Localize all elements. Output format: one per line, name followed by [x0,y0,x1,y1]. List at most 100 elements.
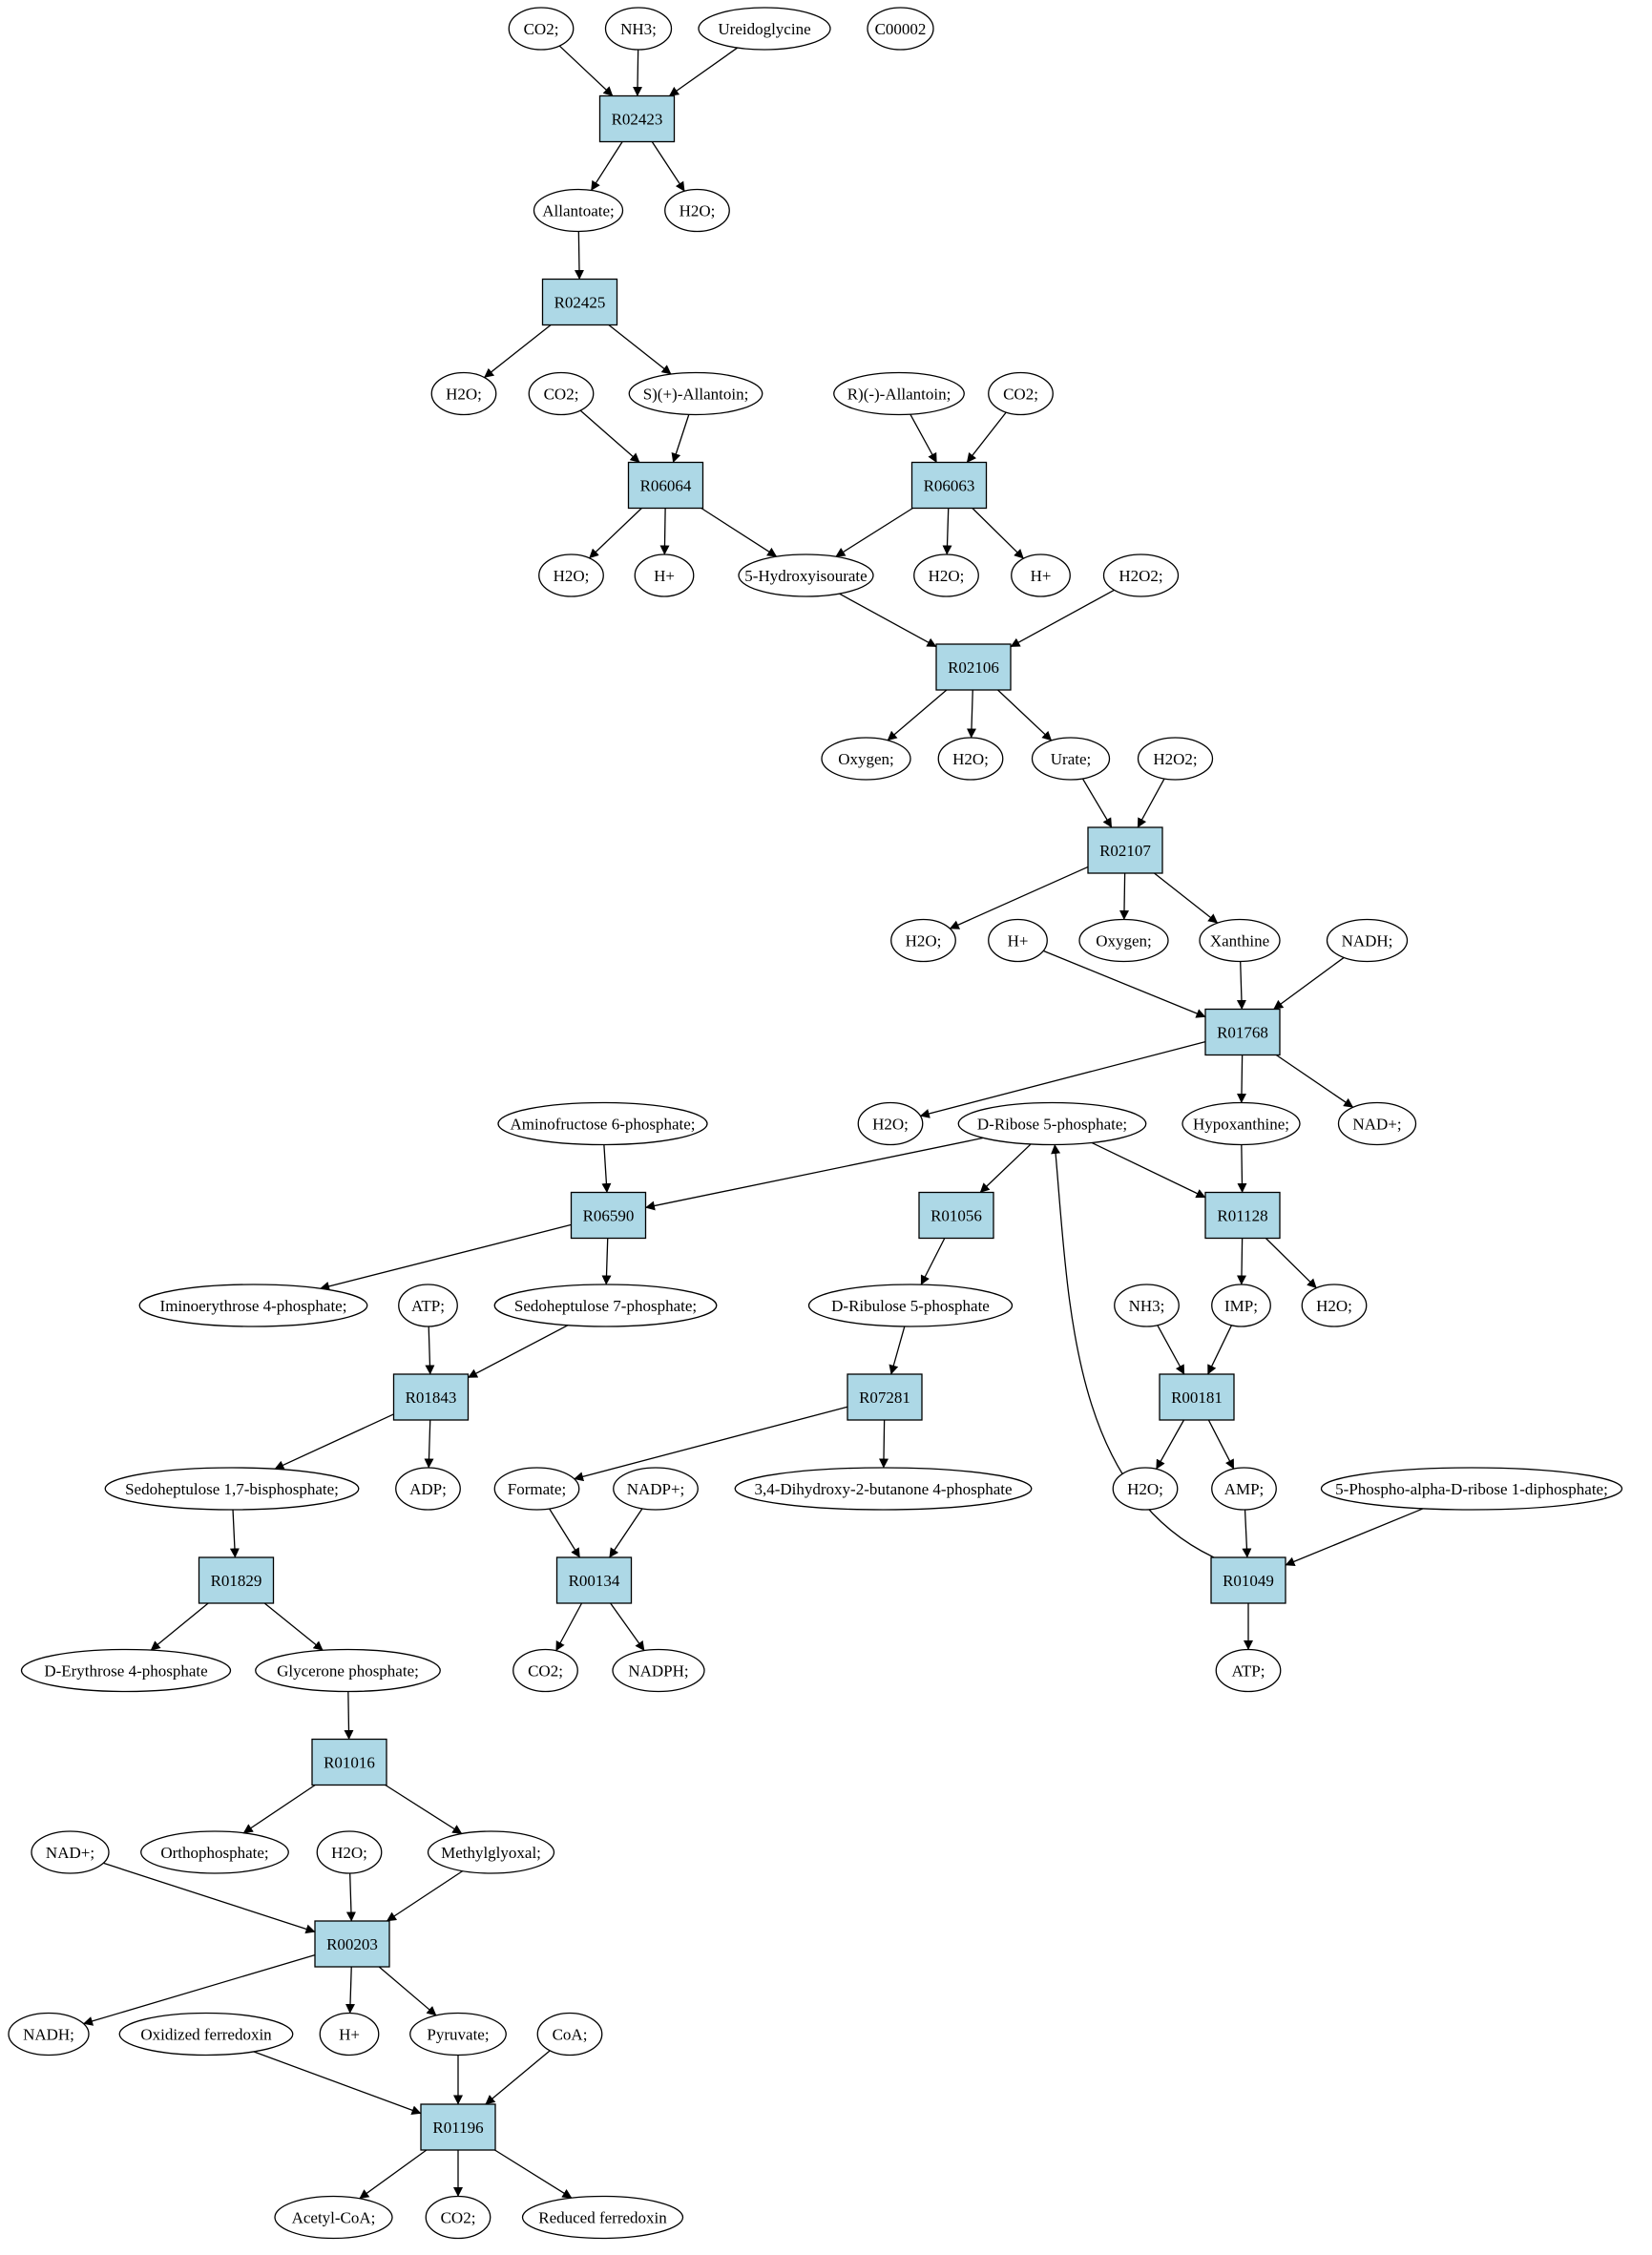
compound-node-sedoheptulose17bp[interactable]: Sedoheptulose 1,7-bisphosphate; [104,1467,360,1511]
compound-node-co2-d[interactable]: CO2; [512,1648,578,1693]
compound-node-h2o-e[interactable]: H2O; [937,737,1004,781]
compound-node-adp[interactable]: ADP; [395,1467,461,1511]
compound-node-urate[interactable]: Urate; [1031,737,1111,781]
reaction-node-r01829[interactable]: R01829 [198,1556,275,1604]
compound-node-ox-ferredoxin[interactable]: Oxidized ferredoxin [118,2012,294,2057]
reaction-node-r06064[interactable]: R06064 [627,461,704,510]
compound-node-s-allantoin[interactable]: S)(+)-Allantoin; [628,371,763,416]
compound-ellipse [1199,918,1281,963]
compound-node-oxygen-b[interactable]: Oxygen; [1078,918,1169,963]
compound-node-h2o2-a[interactable]: H2O2; [1102,553,1180,597]
compound-node-atp-a[interactable]: ATP; [398,1284,458,1327]
compound-ellipse [1326,918,1409,963]
edge-R06063-to-h2o_d [942,508,952,555]
compound-node-c00002[interactable]: C00002 [867,7,934,51]
compound-node-co2-e[interactable]: CO2; [425,2195,491,2240]
reaction-node-r06063[interactable]: R06063 [910,461,988,510]
compound-node-nadplus-b[interactable]: NAD+; [31,1830,110,1874]
reaction-label: R00203 [326,1935,378,1953]
compound-node-hplus-b[interactable]: H+ [1011,553,1071,597]
compound-node-h2o-c[interactable]: H2O; [538,553,604,597]
reaction-label: R01196 [432,2119,483,2137]
compound-node-hypoxanthine[interactable]: Hypoxanthine; [1181,1101,1301,1146]
compound-node-co2-a[interactable]: CO2; [508,7,575,51]
reaction-node-r00134[interactable]: R00134 [555,1556,633,1604]
compound-node-ribose5p[interactable]: D-Ribose 5-phosphate; [957,1101,1147,1146]
compound-node-co2-b[interactable]: CO2; [528,371,595,416]
compound-label: Aminofructose 6-phosphate; [510,1116,695,1134]
compound-label: ATP; [1232,1662,1265,1681]
edge-coa-to-R01196 [485,2050,551,2105]
edge-sedoheptulose17bp-to-R01829 [229,1509,240,1558]
compound-node-nadh-a[interactable]: NADH; [1326,918,1409,963]
compound-node-hplus-c[interactable]: H+ [988,918,1048,963]
compound-node-dihydroxybutanone[interactable]: 3,4-Dihydroxy-2-butanone 4-phosphate [734,1467,1033,1511]
compound-node-atp-b[interactable]: ATP; [1215,1648,1282,1693]
edge-R02423-to-allantoate [590,141,623,191]
reaction-node-r01056[interactable]: R01056 [918,1191,994,1240]
compound-node-coa[interactable]: CoA; [536,2012,603,2057]
compound-node-co2-c[interactable]: CO2; [988,371,1054,416]
compound-node-r-allantoin[interactable]: R)(-)-Allantoin; [833,371,965,416]
reaction-node-r02423[interactable]: R02423 [598,94,676,143]
reaction-node-r02107[interactable]: R02107 [1087,826,1163,874]
reaction-node-r00181[interactable]: R00181 [1159,1373,1235,1421]
reaction-node-r02106[interactable]: R02106 [935,643,1012,691]
compound-node-ureidoglycine[interactable]: Ureidoglycine [698,7,831,51]
compound-node-h2o-g[interactable]: H2O; [857,1101,924,1146]
compound-node-orthophosphate[interactable]: Orthophosphate; [140,1830,289,1874]
compound-node-glycerone[interactable]: Glycerone phosphate; [255,1648,441,1693]
compound-node-red-ferredoxin[interactable]: Reduced ferredoxin [521,2195,684,2240]
compound-node-nadplus-a[interactable]: NAD+; [1337,1101,1417,1146]
reaction-node-r02425[interactable]: R02425 [541,278,618,326]
compound-node-nadpplus[interactable]: NADP+; [613,1467,699,1511]
edge-xanthine-to-R01768 [1236,961,1246,1010]
compound-node-hydroxyisourate[interactable]: 5-Hydroxyisourate [738,553,874,597]
reaction-node-r01768[interactable]: R01768 [1204,1008,1281,1056]
compound-node-h2o-h[interactable]: H2O; [1301,1284,1368,1327]
compound-node-erythrose4p[interactable]: D-Erythrose 4-phosphate [20,1648,232,1693]
reaction-node-r01049[interactable]: R01049 [1210,1556,1286,1604]
compound-node-xanthine[interactable]: Xanthine [1199,918,1281,963]
reaction-node-r01016[interactable]: R01016 [311,1738,387,1786]
reaction-node-r06590[interactable]: R06590 [570,1191,647,1240]
compound-node-sedoheptulose7p[interactable]: Sedoheptulose 7-phosphate; [493,1284,718,1327]
compound-node-acetylcoa[interactable]: Acetyl-CoA; [274,2195,393,2240]
compound-node-h2o-d[interactable]: H2O; [913,553,979,597]
compound-node-allantoate[interactable]: Allantoate; [533,188,624,233]
compound-node-prpp[interactable]: 5-Phospho-alpha-D-ribose 1-diphosphate; [1320,1467,1623,1511]
compound-node-iminoerythrose[interactable]: Iminoerythrose 4-phosphate; [138,1284,368,1327]
compound-node-amp[interactable]: AMP; [1211,1467,1277,1511]
compound-node-ribulose5p[interactable]: D-Ribulose 5-phosphate [807,1284,1014,1327]
compound-node-h2o-i[interactable]: H2O; [1112,1467,1179,1511]
reaction-box [420,2103,496,2151]
compound-node-nh3-a[interactable]: NH3; [604,7,673,51]
compound-node-methylglyoxal[interactable]: Methylglyoxal; [427,1830,555,1874]
compound-node-h2o-a[interactable]: H2O; [664,188,730,233]
reaction-node-r01128[interactable]: R01128 [1204,1191,1281,1240]
edge-h2o_j-to-R00203 [345,1872,356,1922]
compound-node-pyruvate[interactable]: Pyruvate; [409,2012,507,2057]
reaction-node-r07281[interactable]: R07281 [847,1373,923,1421]
compound-node-h2o-j[interactable]: H2O; [316,1830,383,1874]
reaction-node-r01196[interactable]: R01196 [420,2103,496,2151]
reaction-box [1159,1373,1235,1421]
compound-node-imp[interactable]: IMP; [1211,1284,1271,1327]
edge-R01016-to-orthophosphate [242,1784,316,1834]
compound-node-nadh-b[interactable]: NADH; [8,2012,90,2057]
compound-ellipse [104,1467,360,1511]
compound-node-nadph[interactable]: NADPH; [612,1648,705,1693]
compound-node-nh3-b[interactable]: NH3; [1114,1284,1180,1327]
reaction-label: R02106 [948,658,999,677]
compound-node-aminofructose[interactable]: Aminofructose 6-phosphate; [497,1101,708,1146]
compound-node-h2o2-b[interactable]: H2O2; [1137,737,1214,781]
compound-label: Pyruvate; [427,2026,489,2044]
compound-node-h2o-f[interactable]: H2O; [890,918,956,963]
compound-node-h2o-b[interactable]: H2O; [430,371,497,416]
reaction-node-r00203[interactable]: R00203 [314,1920,390,1968]
compound-node-hplus-a[interactable]: H+ [634,553,695,597]
compound-node-hplus-d[interactable]: H+ [319,2012,380,2057]
reaction-node-r01843[interactable]: R01843 [392,1373,470,1421]
compound-node-oxygen-a[interactable]: Oxygen; [821,737,911,781]
compound-node-formate[interactable]: Formate; [493,1467,580,1511]
